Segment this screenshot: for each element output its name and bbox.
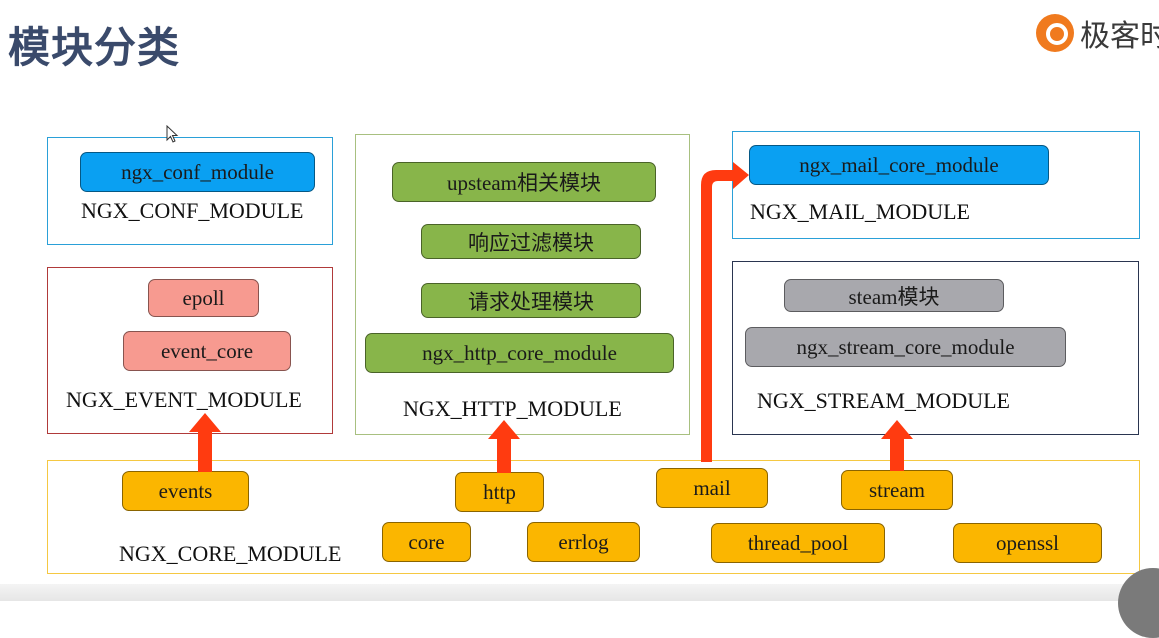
upstream-modules-pill: upsteam相关模块 — [392, 162, 656, 202]
core-pill: core — [382, 522, 471, 562]
openssl-pill: openssl — [953, 523, 1102, 563]
logo-text: 极客时间 — [1080, 19, 1159, 54]
ngx-mail-core-module-pill: ngx_mail_core_module — [749, 145, 1049, 185]
event-core-pill: event_core — [123, 331, 291, 371]
http-module-label: NGX_HTTP_MODULE — [403, 396, 622, 421]
arrow-events-to-event-module — [189, 413, 221, 472]
ngx-stream-core-module-pill: ngx_stream_core_module — [745, 327, 1066, 367]
stream-modules-pill: steam模块 — [784, 279, 1004, 312]
mail-module-label: NGX_MAIL_MODULE — [750, 199, 970, 224]
slide-title: 模块分类 — [8, 23, 181, 72]
response-filter-modules-pill: 响应过滤模块 — [421, 224, 641, 259]
thread-pool-pill: thread_pool — [711, 523, 885, 563]
arrow-http-to-http-module — [488, 420, 520, 473]
logo: 极客时间 — [1036, 8, 1159, 58]
mail-pill: mail — [656, 468, 768, 508]
logo-icon — [1036, 14, 1074, 52]
ngx-http-core-module-pill: ngx_http_core_module — [365, 333, 674, 373]
http-pill: http — [455, 472, 544, 512]
ngx-conf-module-pill: ngx_conf_module — [80, 152, 315, 192]
events-pill: events — [122, 471, 249, 511]
bottom-shade — [0, 584, 1159, 601]
request-handler-modules-pill: 请求处理模块 — [421, 283, 641, 318]
arrow-mail-to-mail-module — [701, 162, 749, 462]
stream-pill: stream — [841, 470, 953, 510]
arrow-stream-to-stream-module — [881, 420, 913, 471]
mouse-pointer-icon — [166, 125, 179, 143]
epoll-pill: epoll — [148, 279, 259, 317]
conf-module-label: NGX_CONF_MODULE — [81, 198, 304, 223]
event-module-label: NGX_EVENT_MODULE — [66, 387, 302, 412]
stream-module-label: NGX_STREAM_MODULE — [757, 388, 1010, 413]
core-module-label: NGX_CORE_MODULE — [119, 541, 342, 566]
errlog-pill: errlog — [527, 522, 640, 562]
arrows-layer — [189, 162, 913, 473]
